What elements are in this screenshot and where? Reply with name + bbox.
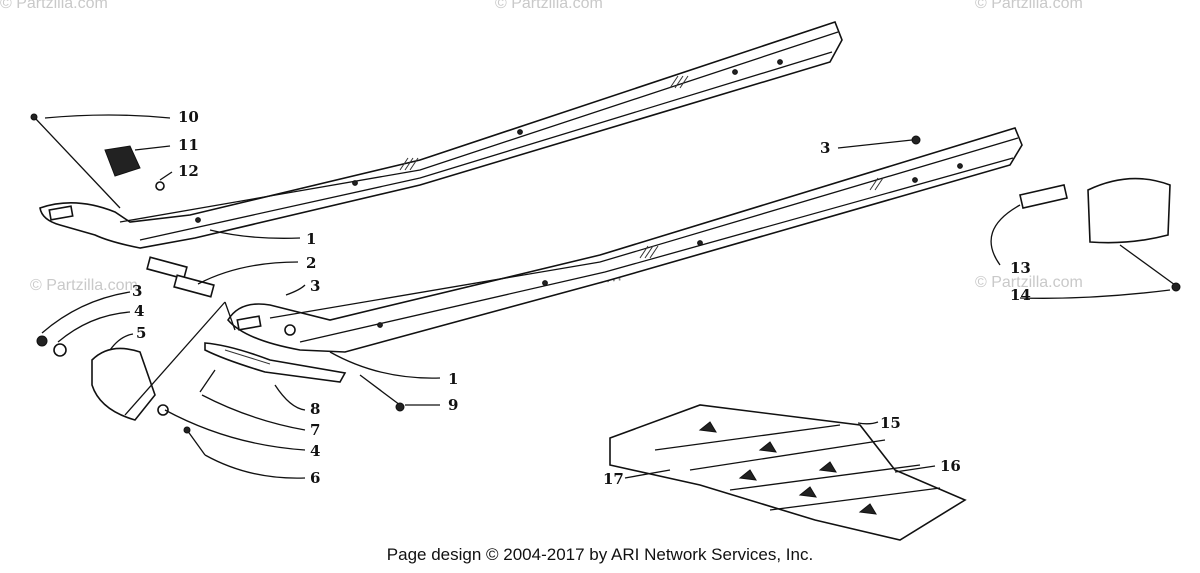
slide-rail-lower[interactable] [227, 127, 1023, 353]
screw-7[interactable] [199, 369, 216, 393]
callout-15: 15 [880, 414, 901, 432]
callout-2: 2 [306, 254, 316, 272]
watermark-top-left: © Partzilla.com [0, 0, 108, 12]
nut-3-left[interactable] [36, 335, 48, 347]
callout-6: 6 [310, 469, 320, 487]
drive-track[interactable] [609, 404, 967, 541]
callout-13: 13 [1010, 259, 1031, 277]
footer-copyright: Page design © 2004-2017 by ARI Network S… [386, 545, 814, 564]
bolt-14[interactable] [1119, 244, 1181, 292]
callout-8: 8 [310, 400, 320, 418]
callout-9: 9 [448, 396, 458, 414]
nut-3-right[interactable] [911, 135, 921, 145]
callout-16: 16 [940, 457, 961, 475]
slide-rail-upper[interactable] [39, 21, 843, 249]
watermark-top-right: © Partzilla.com [975, 0, 1083, 12]
washer-4-right[interactable] [157, 404, 169, 416]
plate-13[interactable] [1019, 184, 1068, 209]
block-11[interactable] [104, 145, 141, 177]
watermark-right: © Partzilla.com [975, 274, 1083, 291]
leader-lines [41, 114, 1171, 479]
callout-3-middle: 3 [310, 277, 320, 295]
callout-1-upper: 1 [306, 230, 316, 248]
callout-3-right: 3 [820, 139, 830, 157]
washer-4-left[interactable] [53, 343, 67, 357]
callout-4-lower: 4 [310, 442, 320, 460]
watermark-left: © Partzilla.com [30, 277, 138, 294]
callout-1-lower: 1 [448, 370, 458, 388]
watermark-top-center: © Partzilla.com [495, 0, 603, 12]
bolt-10[interactable] [30, 113, 121, 209]
callout-12: 12 [178, 162, 199, 180]
callout-5: 5 [136, 324, 146, 342]
bolt-9[interactable] [359, 374, 405, 412]
bumper-5[interactable] [91, 347, 156, 421]
callout-14: 14 [1010, 286, 1031, 304]
callout-4-upper: 4 [134, 302, 144, 320]
nut-12[interactable] [155, 181, 165, 191]
nut-3-middle[interactable] [284, 324, 296, 336]
wear-strip[interactable] [204, 342, 347, 383]
bracket-13[interactable] [1087, 177, 1171, 244]
callout-3-left: 3 [132, 282, 142, 300]
callout-10: 10 [178, 108, 199, 126]
callout-17: 17 [603, 470, 624, 488]
callout-11: 11 [178, 136, 199, 154]
bolt-6[interactable] [183, 426, 206, 456]
spacer-tubes[interactable] [146, 256, 215, 298]
callout-7: 7 [310, 421, 320, 439]
